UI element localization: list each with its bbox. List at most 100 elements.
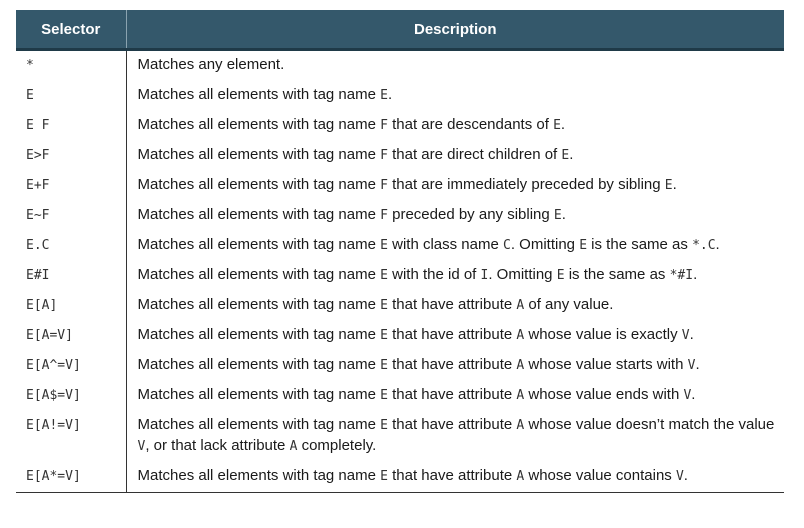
description-text: whose value is exactly [524,326,682,343]
description-text: preceded by any sibling [387,206,554,223]
description-cell: Matches all elements with tag name E wit… [126,231,784,261]
description-text: that are immediately preceded by sibling [387,176,665,193]
description-cell: Matches all elements with tag name E tha… [126,411,784,462]
description-text: that have attribute [387,416,517,433]
description-text: Matches any element. [137,56,285,73]
code-token: E [553,208,562,223]
description-text: . [693,266,698,283]
code-token: E [561,148,570,163]
table-row: E[A^=V]Matches all elements with tag nam… [16,351,784,381]
header-selector: Selector [16,10,127,51]
description-text: Matches all elements with tag name [137,266,381,283]
description-text: . [715,236,720,253]
code-token: E [579,238,588,253]
table-row: E[A]Matches all elements with tag name E… [16,291,784,321]
code-token: A [516,298,525,313]
description-text: Matches all elements with tag name [137,236,381,253]
code-token: E [380,88,388,103]
table-row: E[A*=V]Matches all elements with tag nam… [16,462,784,493]
code-token: E [380,298,388,313]
description-text: that are direct children of [387,146,562,163]
code-token: A [516,418,525,433]
description-text: that have attribute [387,326,517,343]
description-cell: Matches all elements with tag name E tha… [126,291,784,321]
code-token: E [380,418,388,433]
table-row: E[A$=V]Matches all elements with tag nam… [16,381,784,411]
code-token: E [380,268,388,283]
code-token: A [289,439,298,454]
header-row: Selector Description [16,10,784,51]
code-token: F [380,178,388,193]
description-text: Matches all elements with tag name [137,206,381,223]
description-text: Matches all elements with tag name [137,296,381,313]
description-cell: Matches all elements with tag name E wit… [126,261,784,291]
description-text: . [695,356,700,373]
description-text: . Omitting [488,266,557,283]
code-token: E [380,328,388,343]
selector-cell: E+F [16,171,127,201]
description-text: is the same as [564,266,670,283]
selector-cell: E[A=V] [16,321,127,351]
code-token: I [480,268,489,283]
description-text: Matches all elements with tag name [137,326,381,343]
description-text: , or that lack attribute [145,437,290,454]
selector-cell: E>F [16,141,127,171]
description-text: is the same as [587,236,693,253]
selector-table: Selector Description * Matches any elemen… [16,10,784,493]
code-token: A [516,358,525,373]
code-token: E [380,469,388,484]
description-text: Matches all elements with tag name [137,146,381,163]
description-text: Matches all elements with tag name [137,386,381,403]
code-token: C [503,238,511,253]
code-token: V [675,469,684,484]
description-text: Matches all elements with tag name [137,416,381,433]
code-token: E [553,118,561,133]
code-token: E [556,268,565,283]
table-row: E[A!=V]Matches all elements with tag nam… [16,411,784,462]
description-text: whose value ends with [524,386,684,403]
selector-cell: E F [16,111,127,141]
description-cell: Matches any element. [126,50,784,82]
table-header: Selector Description [16,10,784,51]
description-text: that have attribute [387,356,517,373]
selector-cell: * [16,49,127,81]
description-cell: Matches all elements with tag name F tha… [126,141,784,171]
description-cell: Matches all elements with tag name E. [126,81,784,111]
code-token: E [380,358,388,373]
code-token: E [664,178,673,193]
description-text: of any value. [524,296,614,313]
description-text: that are descendants of [387,116,554,133]
code-token: V [687,358,696,373]
description-text: Matches all elements with tag name [137,176,381,193]
code-token: F [380,148,388,163]
description-text: . [691,386,696,403]
description-text: with the id of [387,266,481,283]
description-text: Matches all elements with tag name [137,356,381,373]
description-text: . [689,326,694,343]
table-row: E[A=V]Matches all elements with tag name… [16,321,784,351]
description-text: . [683,467,688,484]
selector-cell: E[A*=V] [16,462,127,493]
description-text: Matches all elements with tag name [137,116,381,133]
code-token: *#I [669,268,694,283]
code-token: F [380,208,388,223]
description-text: whose value starts with [524,356,688,373]
code-token: *.C [692,238,716,253]
selector-cell: E~F [16,201,127,231]
header-description: Description [126,10,784,51]
description-text: completely. [297,437,377,454]
selector-cell: E[A!=V] [16,411,127,462]
description-text: that have attribute [387,296,517,313]
description-cell: Matches all elements with tag name E tha… [126,321,784,351]
description-cell: Matches all elements with tag name E tha… [126,462,784,493]
description-text: . [560,116,566,133]
description-text: Matches all elements with tag name [137,467,381,484]
code-token: V [683,388,692,403]
selector-cell: E.C [16,231,127,261]
